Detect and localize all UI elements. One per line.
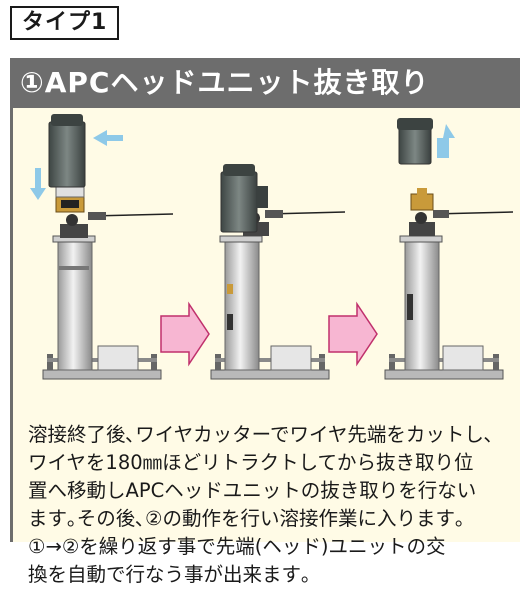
section-title: ①APCヘッドユニット抜き取り	[10, 58, 520, 108]
description-line: ①→②を繰り返す事で先端(ヘッド)ユニットの交	[28, 535, 446, 558]
type-label: タイプ1	[10, 6, 119, 40]
flow-arrow-1	[160, 301, 210, 367]
description-line: ます｡その後､②の動作を行い溶接作業に入ります｡	[28, 507, 465, 530]
process-illustration	[30, 114, 514, 380]
description-text: 溶接終了後､ワイヤカッターでワイヤ先端をカットし､ ワイヤを180㎜ほどリトラク…	[28, 421, 526, 589]
description-line: ワイヤを180㎜ほどリトラクトしてから抜き取り位	[28, 451, 474, 474]
procedure-panel: ①APCヘッドユニット抜き取り	[10, 58, 520, 586]
flow-arrow-2	[328, 301, 378, 367]
description-line: 置へ移動しAPCヘッドユニットの抜き取りを行ない	[28, 479, 477, 502]
stage-2-diagram	[210, 164, 346, 380]
stage-3-diagram	[384, 118, 514, 380]
description-line: 溶接終了後､ワイヤカッターでワイヤ先端をカットし､	[28, 423, 494, 446]
panel-border	[10, 108, 13, 542]
description-line: 換を自動で行なう事が出来ます｡	[28, 563, 311, 586]
stage-1-diagram	[30, 114, 174, 380]
